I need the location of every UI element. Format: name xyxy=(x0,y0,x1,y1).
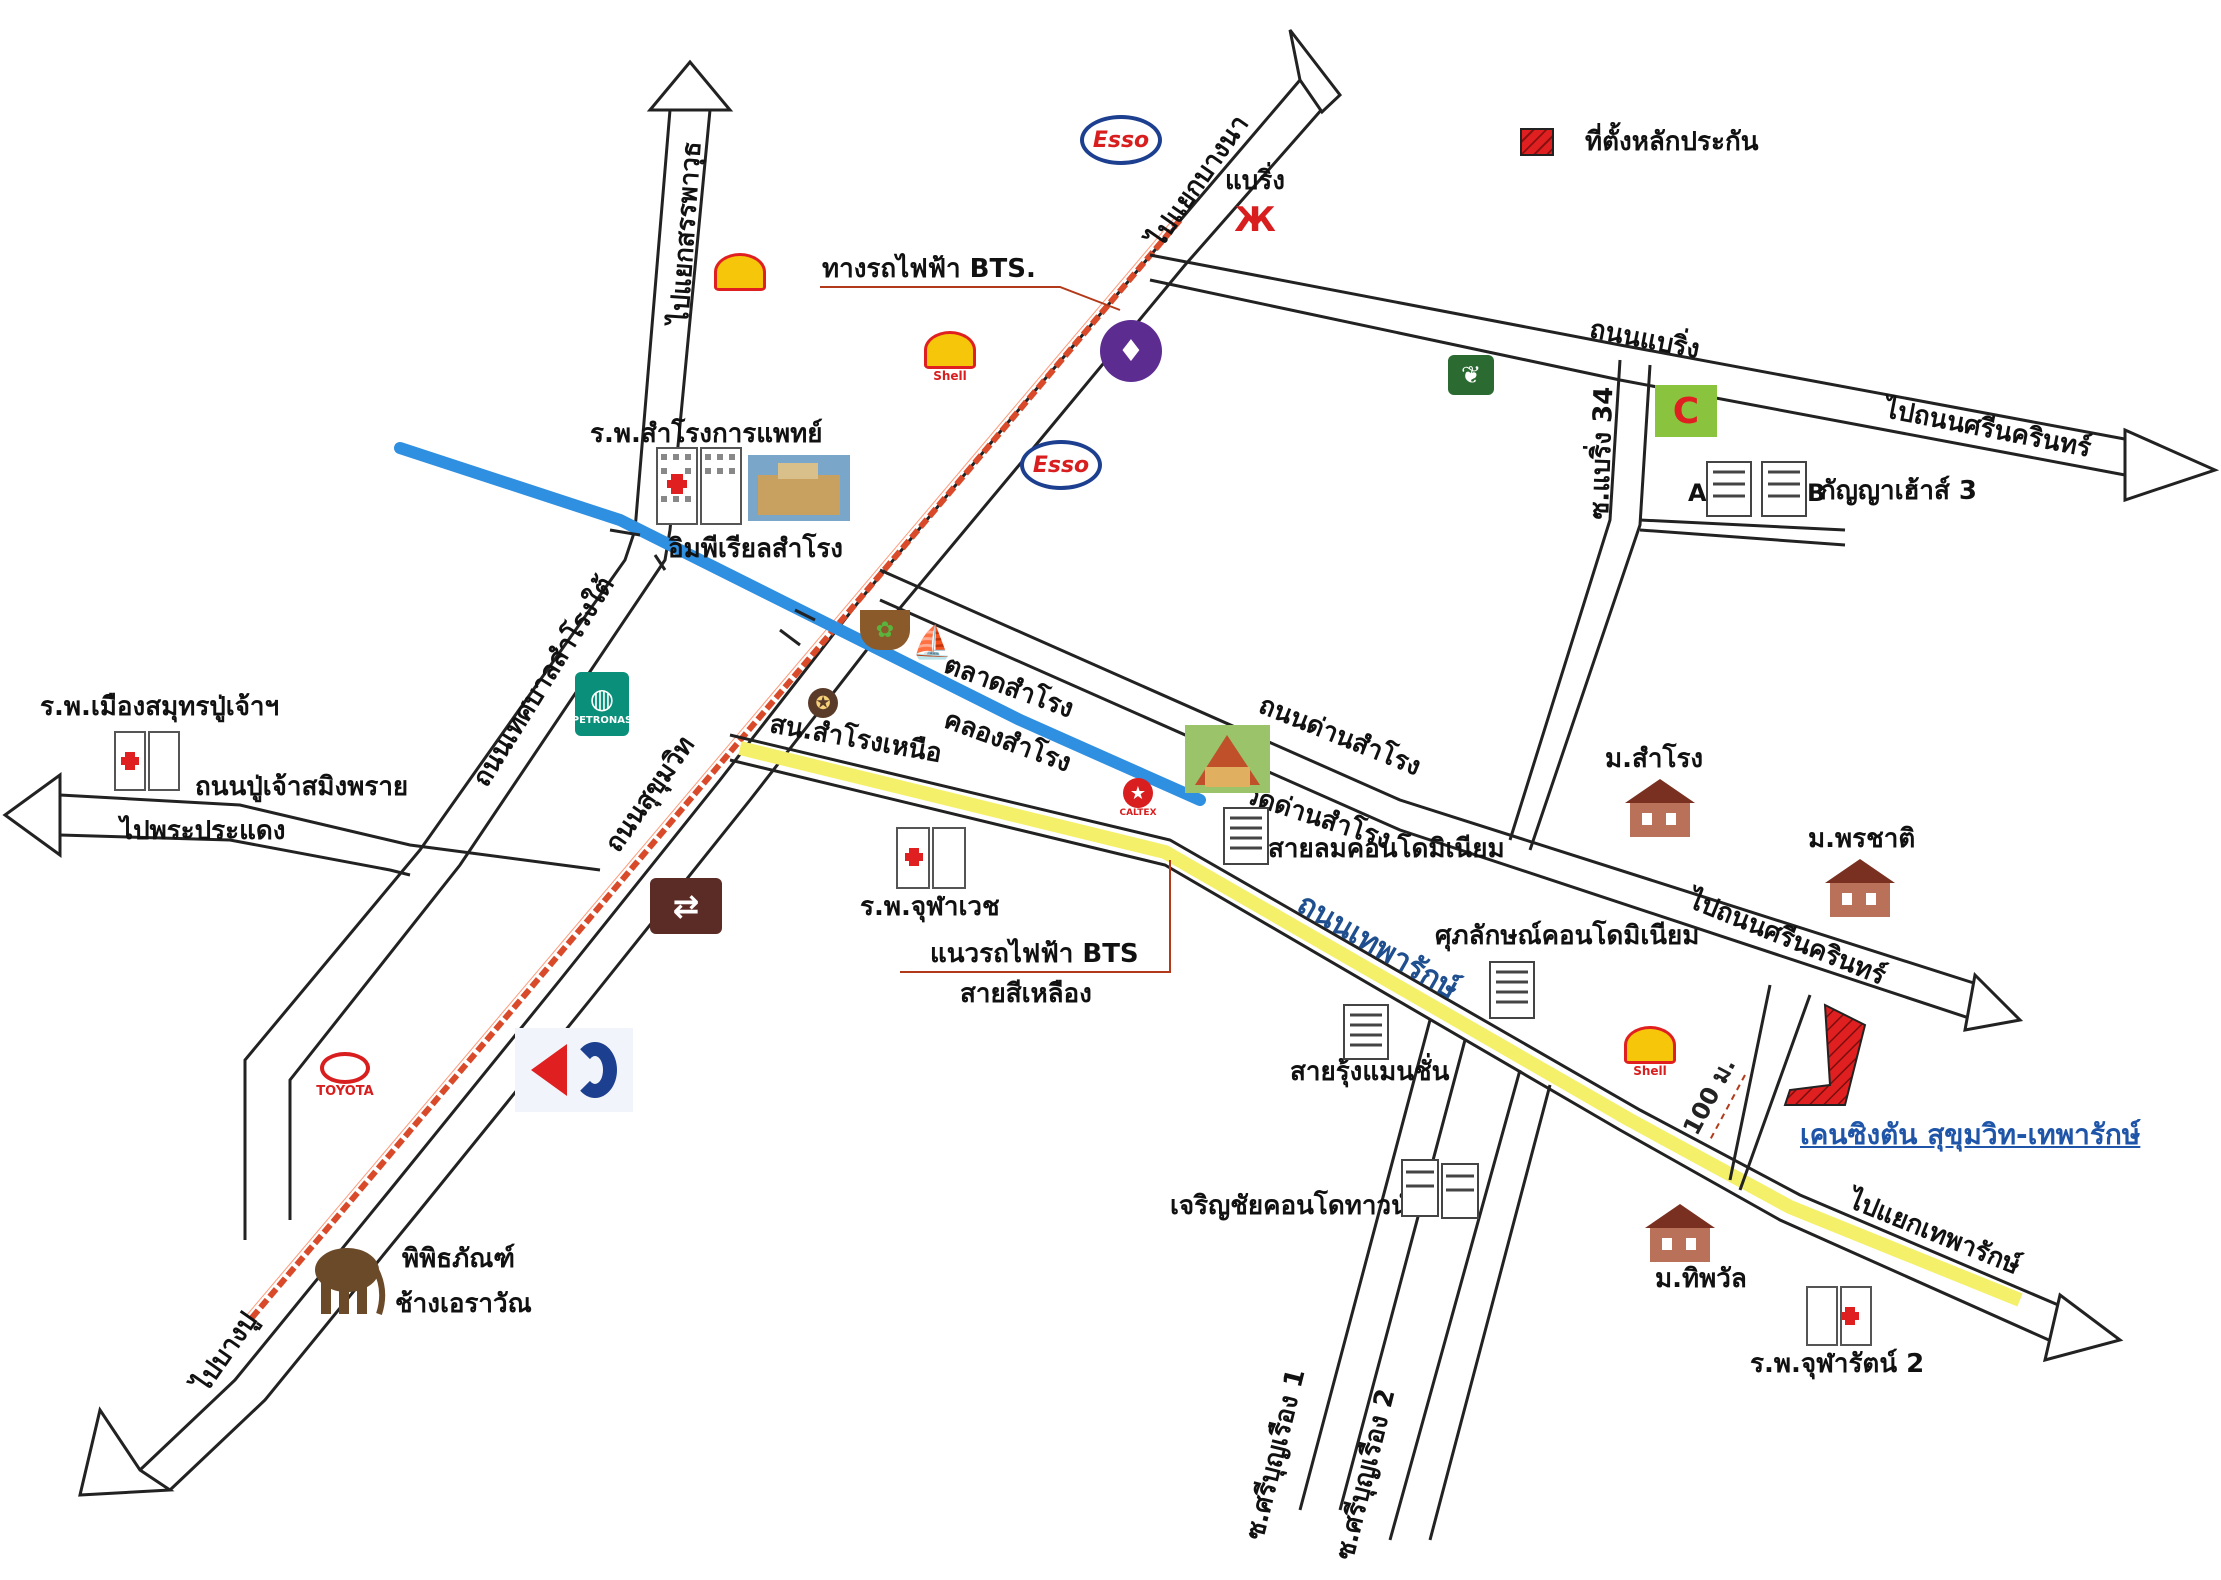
condo-building-icon xyxy=(1401,1159,1479,1219)
arrow-to-sanphawut xyxy=(646,59,734,112)
toyota-text: TOYOTA xyxy=(316,1083,374,1099)
label-chularat-hospital: ร.พ.จุฬาเวช xyxy=(860,892,1000,922)
label-bearing-station: แบริ่ง xyxy=(1225,166,1285,196)
bts-callout-line xyxy=(820,286,1121,311)
pu-chao-road xyxy=(59,793,601,877)
label-erawan-2: ช้างเอราวัณ xyxy=(395,1289,532,1319)
hospital-building-icon xyxy=(114,731,180,791)
shell-text: Shell xyxy=(933,369,967,383)
shell-logo-icon: Shell xyxy=(1620,1025,1680,1079)
boat-icon: ⛵ xyxy=(912,623,952,661)
temple-photo xyxy=(1185,725,1270,793)
condo-building-icon xyxy=(1761,461,1807,517)
bangchak-logo-icon: ❦ xyxy=(1448,355,1494,395)
distance-marker xyxy=(1709,1074,1746,1141)
shell-logo-icon xyxy=(710,245,770,299)
collateral-lane xyxy=(1728,984,1812,1191)
market-basket-icon: ✿ xyxy=(860,610,910,650)
yellow-line-callout-2: สายสีเหลือง xyxy=(960,979,1092,1009)
bts-logo-icon: Ж xyxy=(1234,200,1276,240)
bts-track xyxy=(245,215,1183,1322)
hospital-building-icon xyxy=(1806,1286,1872,1346)
collateral-legend-swatch xyxy=(1520,128,1554,156)
arrow-to-bangpu xyxy=(78,1406,175,1497)
esso-text: Esso xyxy=(1032,452,1090,478)
house-icon xyxy=(1825,859,1895,917)
shell-text: Shell xyxy=(1633,1064,1667,1078)
esso-logo-icon: Esso xyxy=(1020,440,1102,490)
label-sairung: สายรุ้งแมนชั่น xyxy=(1290,1057,1450,1087)
label-pu-chao: ถนนปู่เจ้าสมิงพราย xyxy=(195,772,409,802)
label-suppalak-condo: ศุภลักษณ์คอนโดมิเนียม xyxy=(1435,921,1700,951)
yellow-callout-line xyxy=(900,860,1171,973)
label-charoenchai: เจริญชัยคอนโดทาวน์ xyxy=(1170,1191,1409,1221)
soi-sriboonruang xyxy=(1298,1019,1552,1541)
esso-logo-icon: Esso xyxy=(1080,115,1162,165)
house-icon xyxy=(1625,779,1695,837)
bigc-logo-icon: C xyxy=(1655,385,1717,437)
label-soi-bearing-34: ซ.แบริ่ง 34 xyxy=(1584,386,1620,520)
label-erawan-1: พิพิธภัณฑ์ xyxy=(402,1244,515,1274)
handshake-logo-icon: ⇄ xyxy=(650,878,722,934)
elephant-icon xyxy=(315,1248,386,1315)
yellow-line-bts xyxy=(738,741,2023,1307)
theparak-road xyxy=(729,733,2071,1347)
scb-bank-icon: ♦ xyxy=(1100,320,1162,382)
house-icon xyxy=(1645,1204,1715,1262)
label-kanya-a: A xyxy=(1688,479,1707,507)
label-samrong-hospital: ร.พ.สำโรงการแพทย์ xyxy=(590,419,823,449)
khlong-samrong xyxy=(394,442,1206,806)
toyota-logo-icon: TOYOTA xyxy=(295,1045,395,1105)
label-kanya-house: กัญญาเฮ้าส์ 3 xyxy=(1820,476,1978,506)
arrow-to-srinakarin-1 xyxy=(2123,427,2220,503)
label-to-phrapradaeng: ไปพระประแดง xyxy=(120,816,286,846)
carrefour-logo-icon xyxy=(515,1028,633,1112)
soi-bearing-34 xyxy=(1508,359,1846,851)
kensington-link[interactable]: เคนซิงตัน สุขุมวิท-เทพารักษ์ xyxy=(1800,1118,2141,1151)
arrow-to-srinakarin-2 xyxy=(1963,971,2024,1032)
collateral-site xyxy=(1783,1003,1867,1106)
shell-logo-icon: Shell xyxy=(920,330,980,384)
label-imperial: อิมพีเรียลสำโรง xyxy=(668,534,844,564)
label-m-phonchat: ม.พรชาติ xyxy=(1808,824,1916,854)
label-kanya-b: B xyxy=(1807,479,1826,507)
caltex-logo-icon: ★CALTEX xyxy=(1110,776,1166,820)
arrow-to-theparak-junction xyxy=(2042,1292,2124,1363)
legend-label: ที่ตั้งหลักประกัน xyxy=(1585,127,1759,157)
arrow-to-bangna xyxy=(1288,29,1343,115)
petronas-logo-icon: ◍PETRONAS xyxy=(572,672,632,736)
dan-samrong-road xyxy=(879,568,1981,1022)
hospital-building-icon xyxy=(896,827,966,889)
police-emblem-icon: ✪ xyxy=(808,688,838,718)
yellow-line-callout-1: แนวรถไฟฟ้า BTS xyxy=(930,939,1139,969)
label-m-thippawan: ม.ทิพวัล xyxy=(1655,1264,1747,1294)
condo-building-icon xyxy=(1223,807,1269,865)
hospital-building-icon xyxy=(656,447,742,525)
condo-building-icon xyxy=(1489,961,1535,1019)
label-muang-samut-hospital: ร.พ.เมืองสมุทรปู่เจ้าฯ xyxy=(40,692,280,722)
condo-building-icon xyxy=(1706,461,1752,517)
arrow-to-phrapradaeng xyxy=(2,772,62,858)
imperial-mall-photo xyxy=(748,455,850,521)
bts-track-callout: ทางรถไฟฟ้า BTS. xyxy=(822,254,1036,284)
esso-text: Esso xyxy=(1092,127,1150,153)
caltex-text: CALTEX xyxy=(1119,808,1157,818)
condo-building-icon xyxy=(1343,1004,1389,1060)
label-chularat2: ร.พ.จุฬารัตน์ 2 xyxy=(1750,1349,1925,1379)
label-sailom-condo: สายลมคอนโดมิเนียม xyxy=(1268,834,1505,864)
label-m-samrong: ม.สำโรง xyxy=(1605,744,1704,774)
bridges xyxy=(609,528,816,647)
petronas-text: PETRONAS xyxy=(571,715,633,726)
